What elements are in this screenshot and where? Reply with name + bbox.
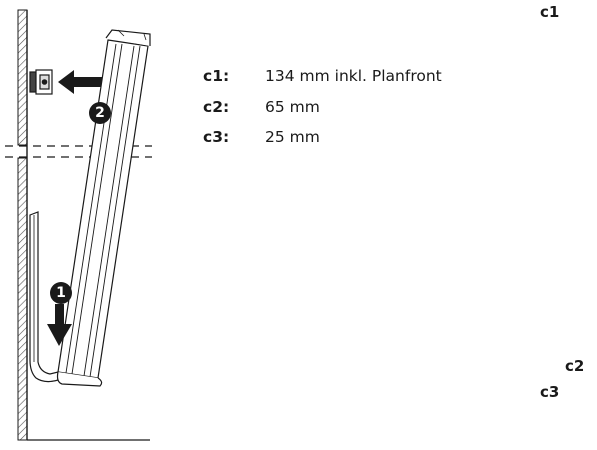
down-arrow-step-1	[47, 304, 72, 346]
dimension-c1-label: c1	[540, 3, 560, 21]
spec-c1-value: 134 mm inkl. Planfront	[265, 67, 442, 85]
left-break-lines	[5, 145, 152, 158]
step-1-badge: 1	[50, 282, 72, 304]
spec-c2: c2: 65 mm	[203, 98, 320, 116]
dimension-c2-label: c2	[565, 357, 585, 375]
step-2-badge: 2	[89, 102, 111, 124]
push-arrow-step-2	[58, 70, 104, 94]
dimension-c3-label: c3	[540, 383, 560, 401]
left-wall-bracket	[29, 69, 53, 95]
spec-c3: c3: 25 mm	[203, 128, 320, 146]
spec-c1-key: c1:	[203, 67, 230, 85]
left-wall	[17, 9, 150, 441]
left-radiator-tilted	[56, 29, 151, 387]
spec-c2-key: c2:	[203, 98, 230, 116]
spec-c3-value: 25 mm	[265, 128, 320, 146]
spec-c3-key: c3:	[203, 128, 230, 146]
left-bottom-support	[29, 211, 59, 383]
spec-c2-value: 65 mm	[265, 98, 320, 116]
spec-c1: c1: 134 mm inkl. Planfront	[203, 67, 442, 85]
